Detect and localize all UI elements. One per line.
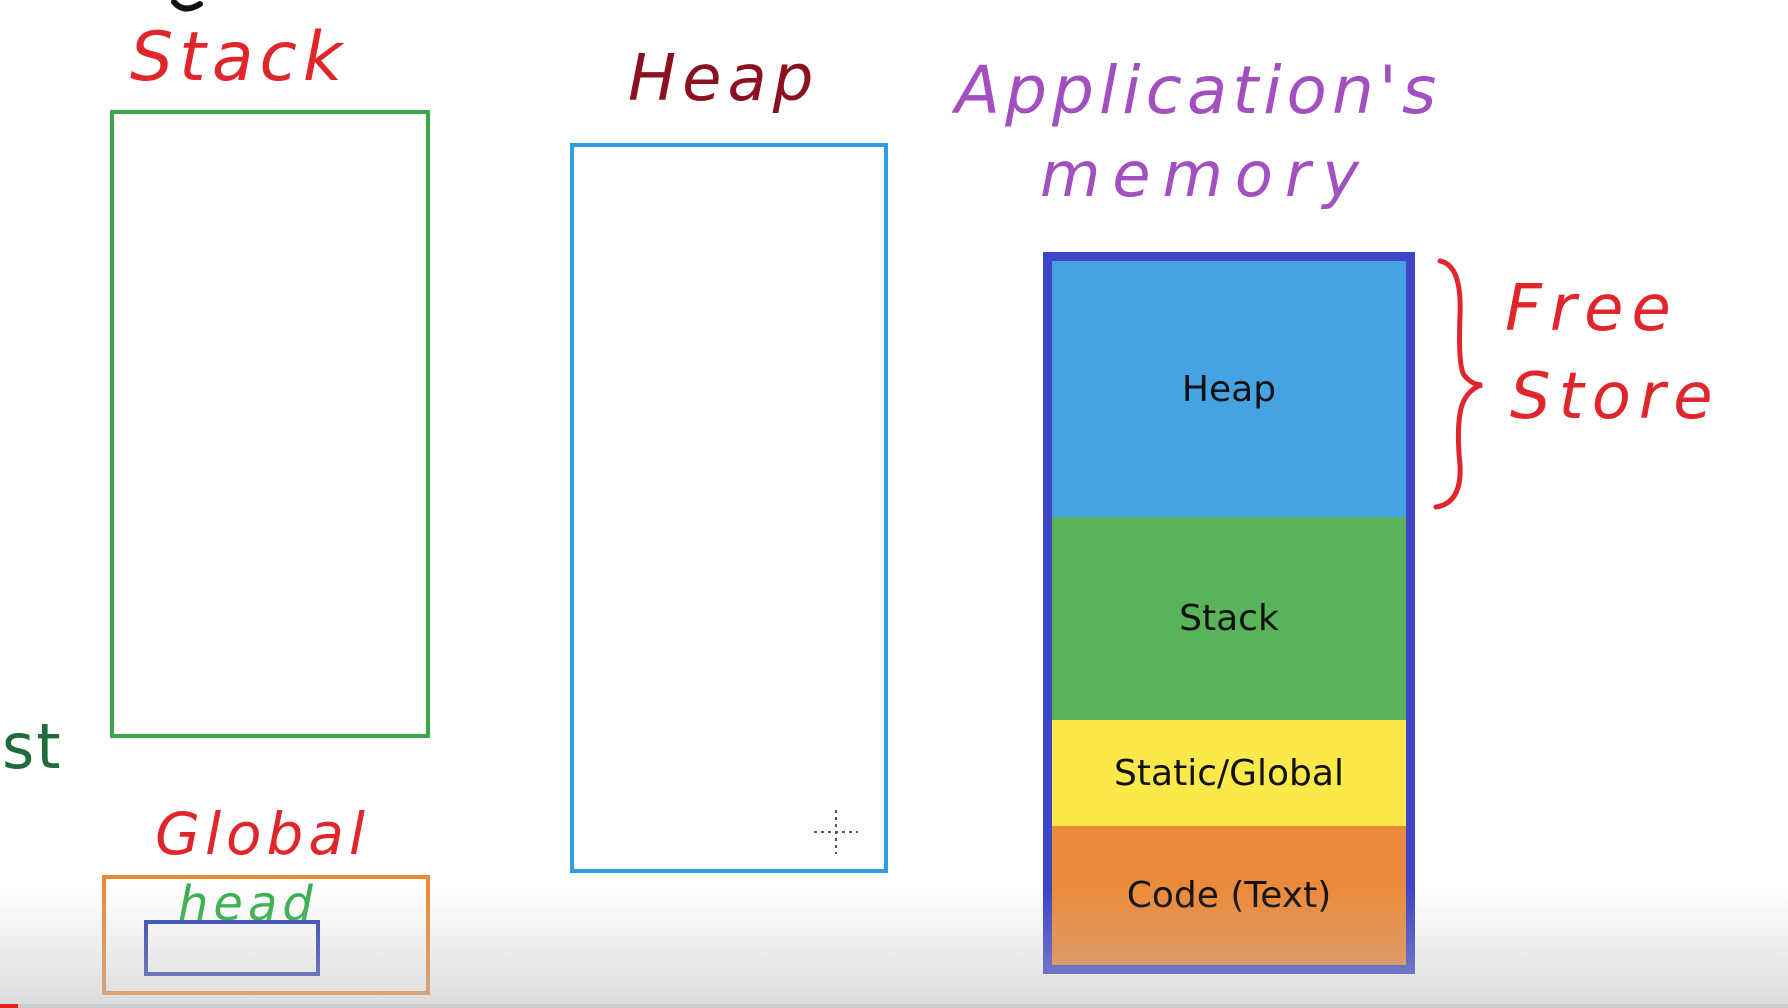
memory-segment-code-text: Code (Text) — [1052, 826, 1406, 965]
memory-segment-heap: Heap — [1052, 261, 1406, 517]
video-progress-track[interactable] — [0, 1004, 1788, 1008]
global-title: Global — [155, 800, 371, 868]
partial-left-text: st — [2, 710, 63, 783]
curly-brace-icon — [1433, 258, 1483, 510]
heap-box — [570, 143, 888, 873]
free-store-label-line2: Store — [1510, 360, 1721, 434]
partial-ink-mark — [171, 0, 203, 12]
application-memory-diagram: Heap Stack Static/Global Code (Text) — [1043, 252, 1415, 974]
crosshair-cursor-icon — [814, 810, 858, 854]
free-store-label-line1: Free — [1505, 272, 1679, 346]
heap-title: Heap — [628, 42, 820, 116]
stack-title: Stack — [130, 18, 349, 97]
video-progress-fill — [0, 1004, 18, 1008]
memory-segment-stack: Stack — [1052, 517, 1406, 720]
application-memory-title-line1: Application's — [955, 52, 1442, 129]
head-pointer-box — [144, 920, 320, 976]
application-memory-title-line2: memory — [1040, 138, 1372, 211]
memory-segment-static-global: Static/Global — [1052, 720, 1406, 826]
stack-box — [110, 110, 430, 738]
